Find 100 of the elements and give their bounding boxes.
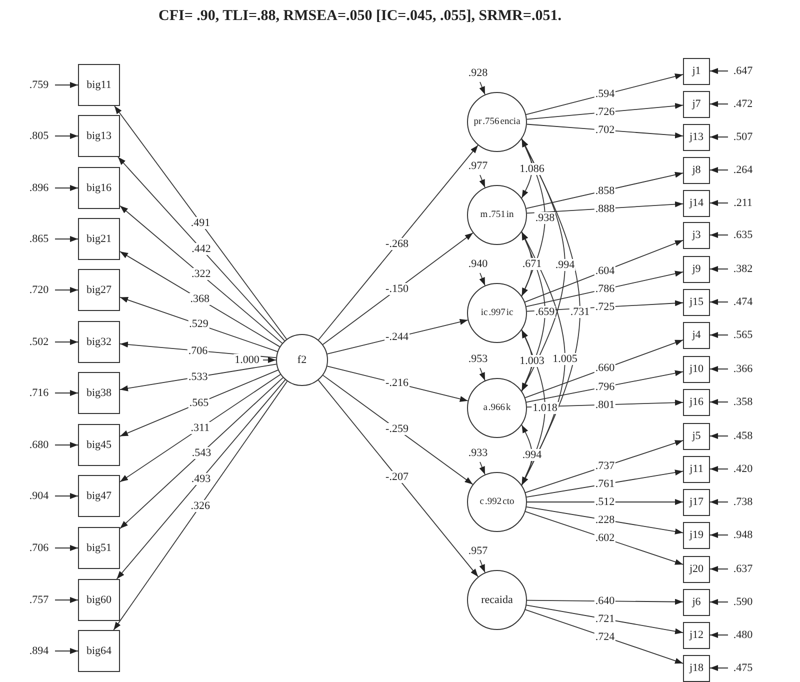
edge-label: .533 [188,370,209,383]
edge-label: .994 [521,449,543,461]
observed-variable-box [78,475,120,517]
edge-label: .635 [732,229,754,241]
correlation-arc [521,424,532,486]
node-label: pr [474,117,482,127]
error-arrow [710,466,728,472]
edge-label: .671 [521,258,543,270]
node-label: big47 [86,490,112,502]
loading-arrow [526,604,684,634]
error-arrow [54,82,78,88]
edge-label: .565 [188,397,210,410]
latent-factor-circle [467,283,527,343]
fit-indices-title: CFI= .90, TLI=.88, RMSEA=.050 [IC=.045, .055], SRMR=.051. [158,8,562,25]
loading-arrow [525,440,684,494]
observed-variable-box [683,488,710,516]
observed-variable-box [683,256,710,282]
edge-label: .368 [189,293,210,306]
node-label: c [480,497,484,507]
observed-variable-box [683,654,710,682]
edge-label: -.207 [384,470,410,483]
error-arrow [710,332,728,338]
disturbance-arrow [479,272,486,286]
edge-label: -.216 [384,377,410,390]
observed-variable-box [78,167,120,209]
edge-label: .264 [732,164,754,176]
edge-label: .475 [732,662,754,674]
loading-arrow [120,205,283,344]
loading-arrow [113,380,288,630]
latent-factor-circle [467,472,527,532]
error-arrow [710,266,728,272]
node-label: j12 [689,629,704,641]
loading-arrow [526,172,684,209]
loading-arrow [116,379,286,580]
error-arrow [54,339,78,345]
edge-label: .507 [732,131,754,143]
error-arrow [710,599,728,605]
node-label: j3 [692,229,701,241]
loading-arrow [120,251,280,348]
loading-arrow [526,201,684,214]
error-arrow [262,357,276,363]
edge-label: 1.003 [518,354,546,366]
node-label: j10 [689,363,704,375]
observed-variable-box [78,579,120,621]
edge-label: .731 [569,306,591,318]
node-label: j7 [692,98,701,110]
observed-variable-box [683,124,710,150]
edge-label: .994 [554,259,576,271]
node-label: j13 [689,131,704,143]
latent-factor-circle [276,334,328,386]
edge-label: 1.000 [234,354,260,366]
node-label: j17 [689,496,704,508]
error-arrow [710,366,728,372]
edge-label: .948 [732,529,754,541]
edge-label: .382 [732,263,754,275]
edge-label: 1.086 [518,162,546,174]
node-label: j8 [692,164,701,176]
loading-arrow [526,370,684,403]
error-arrow [710,200,728,206]
error-arrow [54,493,78,499]
error-arrow [710,299,728,305]
edge-label: .474 [732,296,754,308]
edge-label: .366 [732,363,754,375]
observed-variable-box [78,527,120,569]
node-label: big11 [86,79,112,91]
latent-factor-circle [467,378,527,438]
edge-label: .737 [594,460,616,472]
edge-label: .938 [534,212,556,224]
node-label: big21 [86,233,112,245]
edge-label: .543 [190,447,212,460]
loading-arrow [526,470,684,498]
edge-label: .706 [28,542,50,554]
error-arrow [54,648,78,654]
edge-label: 1.005 [552,352,578,364]
edge-label: .721 [594,612,616,625]
latent-factor-circle [467,92,527,152]
node-label: recaida [481,594,513,606]
loading-arrow [118,156,285,342]
edge-label: .933 [467,447,489,459]
edge-label: .647 [732,65,754,77]
edge-label: .480 [732,629,754,641]
error-arrow [54,133,78,139]
disturbance-arrow [479,174,486,188]
edge-label: .458 [732,430,754,442]
edge-label: .786 [594,283,616,296]
observed-variable-box [683,322,710,348]
error-arrow [54,442,78,448]
observed-variable-box [683,288,710,316]
edge-label: .726 [594,106,616,118]
edge-label: .493 [190,473,212,486]
observed-variable-box [683,356,710,382]
observed-variable-box [683,556,710,582]
loading-arrow [526,102,684,120]
edge-label: .724 [594,630,616,643]
observed-variable-box [683,58,710,84]
observed-variable-box [78,372,120,414]
node-label: .997 [488,308,506,318]
loading-arrow [526,506,684,534]
edge-label: .420 [732,463,754,475]
edge-label: .928 [467,67,489,79]
